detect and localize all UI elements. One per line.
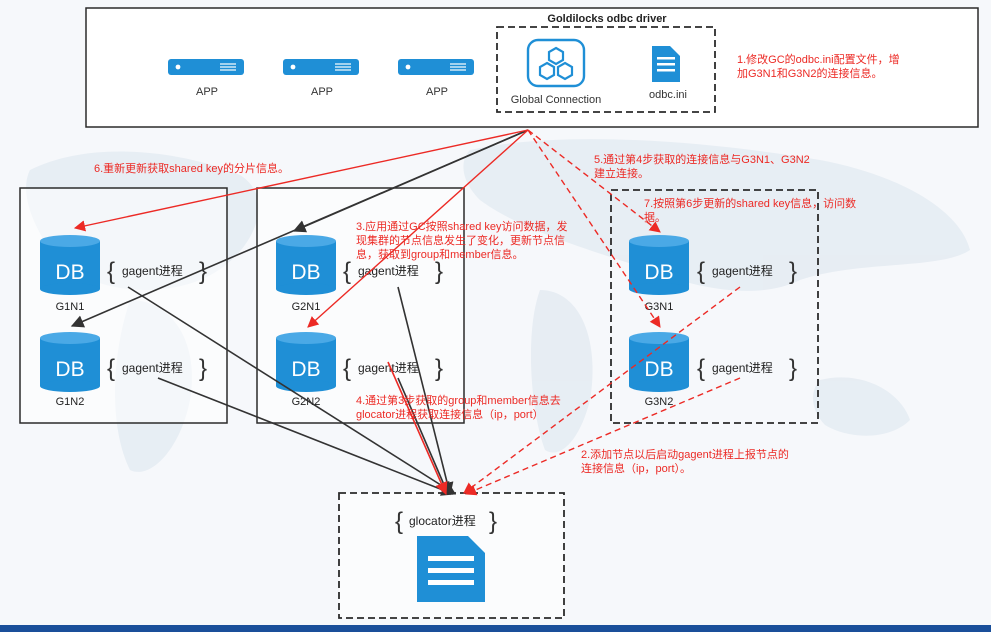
db-icon-text: DB [644,261,673,284]
arrow-step5-to-g3n1 [527,129,661,233]
gagent-text: gagent进程 [122,263,183,278]
gagent-text: gagent进程 [712,360,773,375]
note-step-4: 4.通过第3步获取的group和member信息去 glocator进程获取连接… [356,393,564,421]
svg-text:{: { [107,258,115,285]
gagent-text: gagent进程 [122,360,183,375]
gagent-text: gagent进程 [358,263,419,278]
glocator-file-icon [417,536,485,602]
db-icon-text: DB [55,358,84,381]
note-step-2: 2.添加节点以后启动gagent进程上报节点的 连接信息（ip，port）。 [581,447,792,475]
bottom-bar [0,625,991,632]
db-node-g3n1: DB [629,235,689,295]
arrow-step4-to-glocator [387,361,448,496]
arrow-step3-to-g2n2 [307,129,529,328]
app-label-3: APP [426,86,448,98]
arrow-g1n2-to-glocator [157,377,455,496]
gagent-label-g3n1: { gagent进程 } [697,258,797,285]
db-node-g2n2: DB [276,332,336,392]
svg-text:}: } [789,355,797,382]
gagent-label-g2n2: { gagent进程 } [343,355,443,382]
group-g3-box [610,189,819,424]
node-label-g3n2: G3N2 [645,396,674,408]
svg-text:}: } [199,355,207,382]
gagent-text: gagent进程 [358,360,419,375]
node-label-g1n2: G1N2 [56,396,85,408]
note-step-1: 1.修改GC的odbc.ini配置文件，增 加G3N1和G3N2的连接信息。 [737,52,903,80]
app-label-2: APP [311,86,333,98]
svg-text:{: { [343,258,351,285]
arrow-step6-to-g1n1 [73,129,529,232]
svg-text:{: { [697,258,705,285]
svg-text:{: { [697,355,705,382]
db-icon-text: DB [291,358,320,381]
note-step-3: 3.应用通过GC按照shared key访问数据，发 现集群的节点信息发生了变化… [356,219,571,261]
svg-text:}: } [435,355,443,382]
odbc-ini-file-icon [652,46,680,82]
node-label-g3n1: G3N1 [645,301,674,313]
gagent-label-g1n2: { gagent进程 } [107,355,207,382]
svg-text:{: { [343,355,351,382]
node-label-g1n1: G1N1 [56,301,85,313]
driver-title: Goldilocks odbc driver [547,13,667,25]
note-step-6: 6.重新更新获取shared key的分片信息。 [94,161,289,175]
db-node-g1n1: DB [40,235,100,295]
app-server-icon-1 [167,58,245,76]
arrow-g1n1-to-glocator [127,286,457,495]
app-server-icon-2 [282,58,360,76]
db-node-g3n2: DB [629,332,689,392]
arrow-g2n1-to-glocator [397,286,454,496]
note-step-5: 5.通过第4步获取的连接信息与G3N1、G3N2 建立连接。 [594,152,813,180]
svg-text:{: { [107,355,115,382]
app-label-1: APP [196,86,218,98]
gagent-label-g3n2: { gagent进程 } [697,355,797,382]
db-icon-text: DB [644,358,673,381]
db-icon-text: DB [291,261,320,284]
db-icon-text: DB [55,261,84,284]
gagent-text: gagent进程 [712,263,773,278]
db-node-g2n1: DB [276,235,336,295]
arrow-g3n1-to-glocator [463,286,741,494]
odbc-driver-group [496,26,716,113]
arrow-driver-to-g2n1 [292,129,529,233]
gagent-label-g2n1: { gagent进程 } [343,258,443,285]
gagent-label-g1n1: { gagent进程 } [107,258,207,285]
svg-text:}: } [199,258,207,285]
glocator-text: glocator进程 [409,513,476,528]
svg-text:}: } [789,258,797,285]
node-label-g2n1: G2N1 [292,301,321,313]
svg-text:{: { [395,508,403,535]
arrow-g2n2-to-glocator [397,377,450,496]
svg-text:}: } [435,258,443,285]
glocator-process-label: { glocator进程 } [395,508,497,535]
svg-text:}: } [489,508,497,535]
odbc-ini-label: odbc.ini [649,89,687,101]
db-node-g1n2: DB [40,332,100,392]
note-step-7: 7.按照第6步更新的shared key信息，访问数 据。 [644,196,859,224]
app-server-icon-3 [397,58,475,76]
global-connection-icon [526,38,586,88]
global-connection-label: Global Connection [511,94,602,106]
